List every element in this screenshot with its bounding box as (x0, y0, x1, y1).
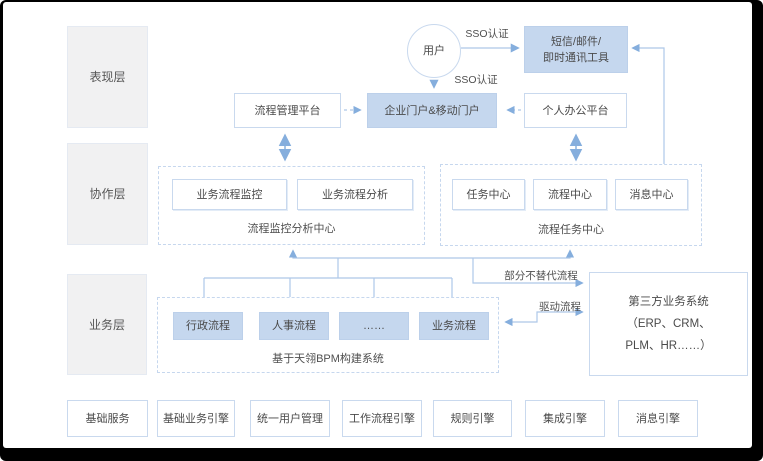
process-analysis-node: 业务流程分析 (297, 179, 413, 210)
drive-flow-label: 驱动流程 (539, 301, 581, 313)
engine-user-mgmt-label: 统一用户管理 (257, 412, 323, 425)
layer-foundation: 基础服务 (67, 400, 148, 437)
engine-basic-business: 基础业务引擎 (157, 400, 235, 437)
task-node: 任务中心 (452, 179, 525, 210)
process-monitor-label: 业务流程监控 (196, 188, 263, 201)
bpm-container-label: 基于天翎BPM构建系统 (272, 353, 384, 365)
third-party-line3: PLM、HR……） (625, 340, 712, 352)
im-tools-line2: 即时通讯工具 (543, 51, 609, 64)
process-analysis-label: 业务流程分析 (322, 188, 388, 201)
process-platform-node: 流程管理平台 (234, 93, 341, 128)
engine-integration: 集成引擎 (525, 400, 605, 437)
im-tools-line1: 短信/邮件/ (550, 35, 602, 48)
personal-office-node: 个人办公平台 (524, 93, 627, 128)
business-process-node: 业务流程 (419, 312, 489, 340)
business-process-label: 业务流程 (432, 320, 476, 332)
partial-flow-label: 部分不替代流程 (504, 270, 578, 282)
sso-label-bottom: SSO认证 (454, 74, 498, 86)
process-platform-label: 流程管理平台 (254, 104, 321, 117)
im-tools-node: 短信/邮件/ 即时通讯工具 (524, 26, 628, 73)
engine-integration-label: 集成引擎 (543, 412, 587, 425)
engine-user-mgmt: 统一用户管理 (250, 400, 330, 437)
process-center-label: 流程中心 (548, 188, 592, 201)
sso-label-top: SSO认证 (465, 28, 509, 40)
admin-process-label: 行政流程 (186, 320, 230, 332)
layer-presentation: 表现层 (67, 26, 148, 128)
layer-business: 业务层 (67, 274, 147, 375)
more-process-label: …… (363, 320, 385, 332)
layer-presentation-label: 表现层 (89, 70, 126, 84)
diagram-canvas: portal (dashed) --> portal (dashed) --> (3, 2, 752, 448)
engine-workflow-label: 工作流程引擎 (349, 412, 415, 425)
personal-office-label: 个人办公平台 (542, 104, 609, 117)
portal-label: 企业门户&移动门户 (384, 104, 480, 117)
third-party-node: 第三方业务系统 （ERP、CRM、 PLM、HR……） (589, 272, 748, 376)
monitor-center-label: 流程监控分析中心 (247, 223, 336, 235)
admin-process-node: 行政流程 (173, 312, 243, 340)
engine-message: 消息引擎 (618, 400, 698, 437)
layer-foundation-label: 基础服务 (85, 412, 130, 425)
user-label: 用户 (423, 45, 445, 57)
more-process-node: …… (339, 312, 409, 340)
layer-collaboration: 协作层 (67, 143, 148, 245)
user-node: 用户 (407, 24, 461, 78)
engine-basic-business-label: 基础业务引擎 (163, 412, 229, 425)
third-party-line2: （ERP、CRM、 (626, 318, 711, 330)
task-center-label: 流程任务中心 (538, 224, 604, 236)
layer-business-label: 业务层 (88, 317, 125, 332)
process-center-node: 流程中心 (533, 179, 607, 210)
layer-collaboration-label: 协作层 (89, 187, 126, 201)
message-center-node: 消息中心 (615, 179, 688, 210)
third-party-line1: 第三方业务系统 (628, 296, 709, 308)
hr-process-node: 人事流程 (259, 312, 329, 340)
portal-node: 企业门户&移动门户 (367, 93, 497, 128)
engine-workflow: 工作流程引擎 (342, 400, 422, 437)
engine-rule-label: 规则引擎 (450, 412, 495, 425)
message-center-label: 消息中心 (629, 188, 674, 201)
process-monitor-node: 业务流程监控 (172, 179, 287, 210)
hr-process-label: 人事流程 (272, 320, 316, 332)
task-node-label: 任务中心 (466, 188, 511, 201)
engine-message-label: 消息引擎 (636, 412, 680, 425)
engine-rule: 规则引擎 (433, 400, 512, 437)
